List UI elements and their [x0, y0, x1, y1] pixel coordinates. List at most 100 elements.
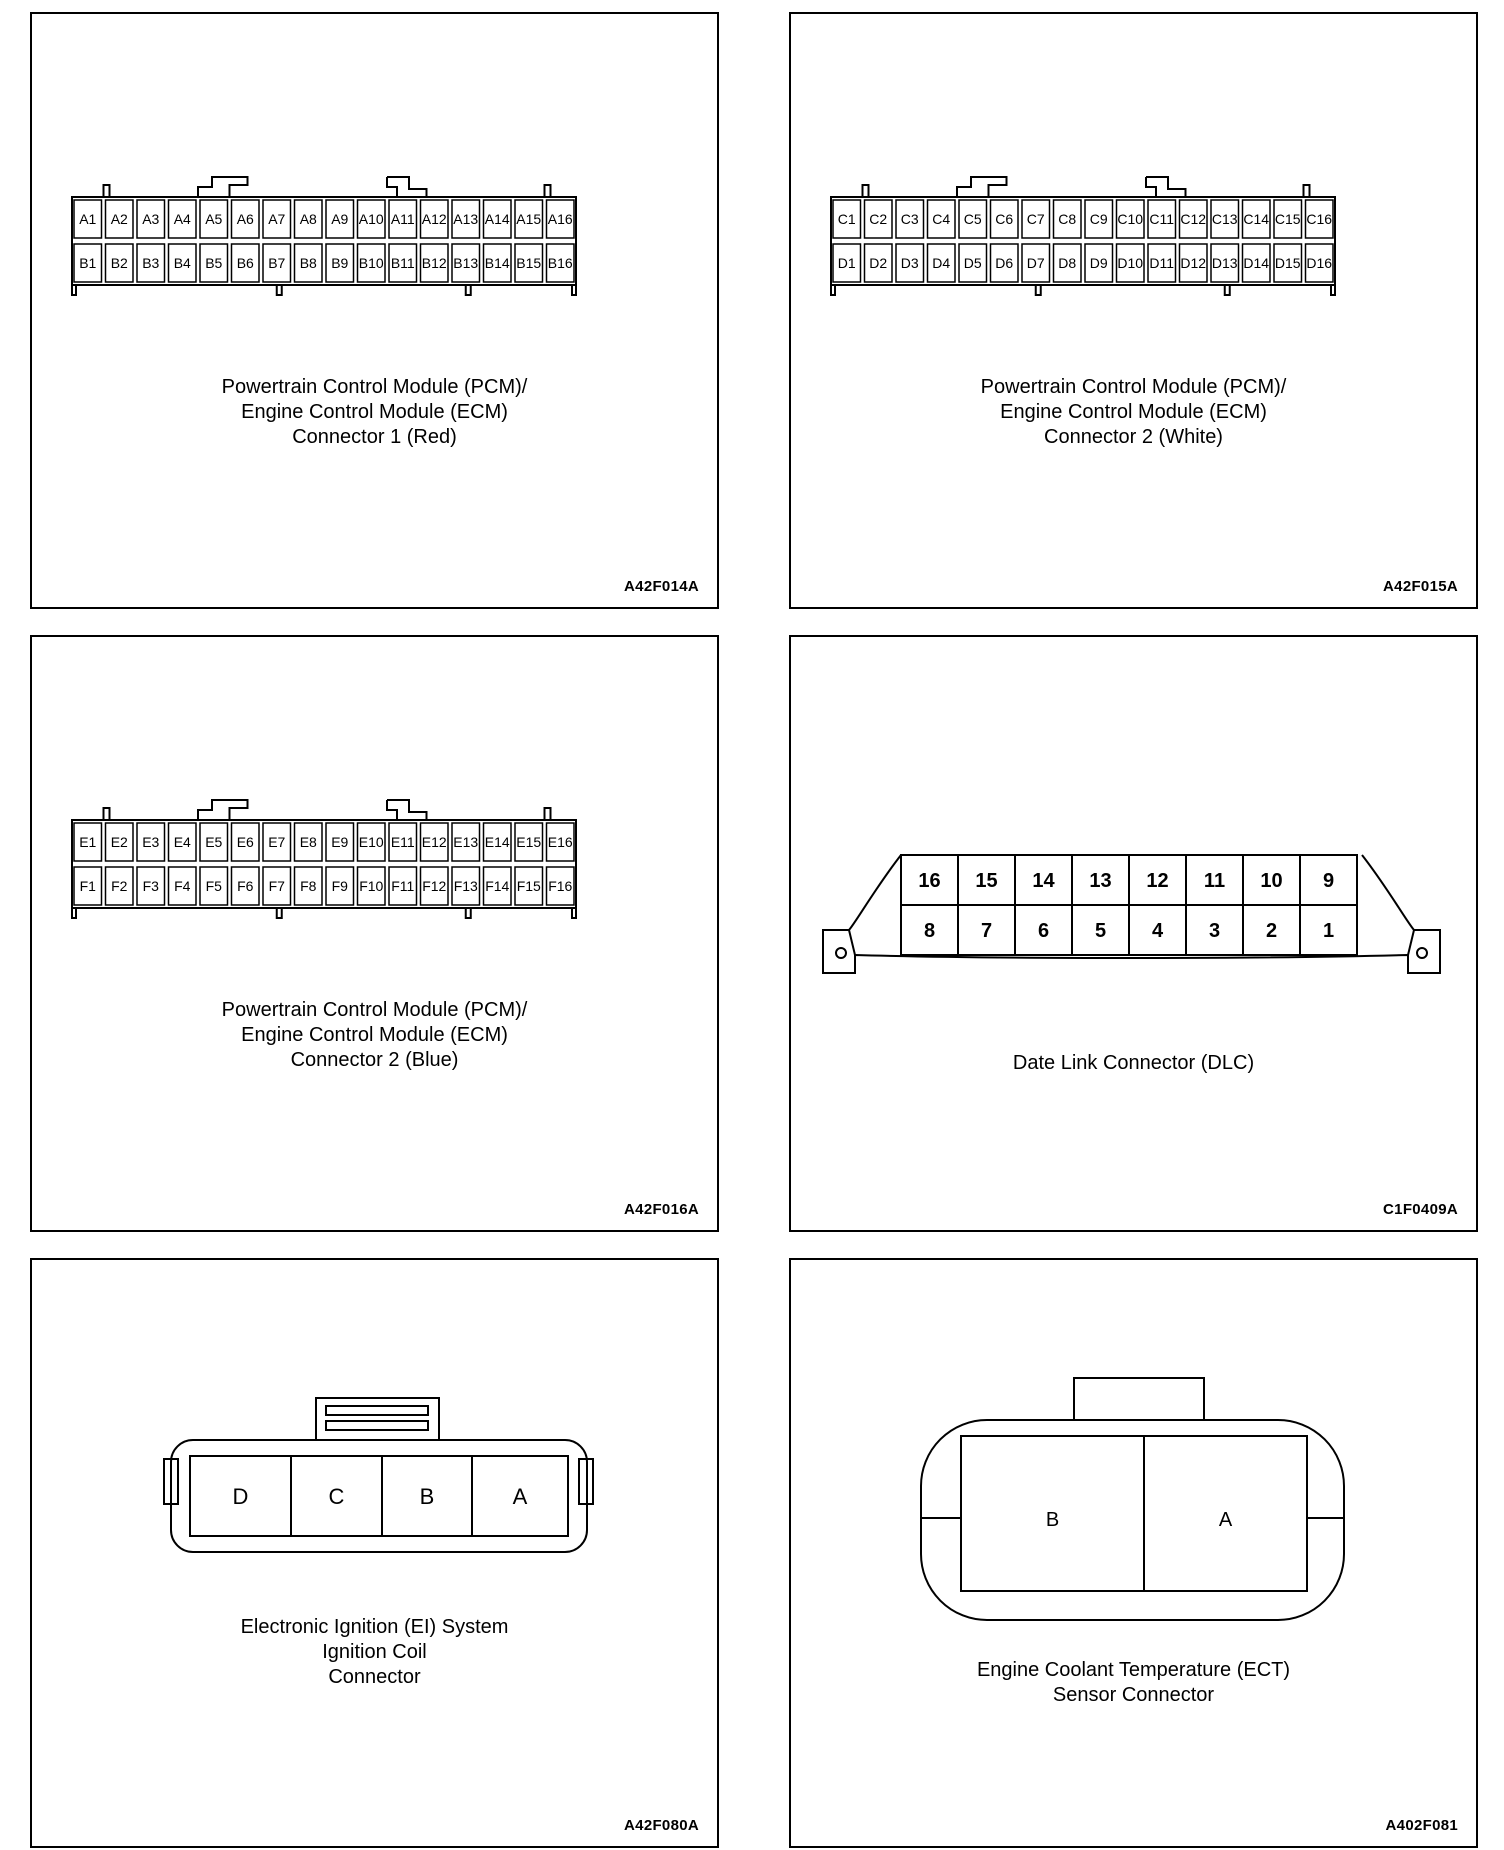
caption-line: Connector 1 (Red) [292, 426, 457, 448]
pin-cell-e2: E2 [104, 822, 134, 862]
pin-cell-d3: D3 [895, 243, 925, 283]
pin-label: B6 [237, 255, 254, 271]
pin-label: 12 [1146, 870, 1168, 892]
dlc-pin-7: 7 [957, 904, 1016, 956]
pin-label: A2 [111, 211, 128, 227]
pin-cell-d1: D1 [832, 243, 862, 283]
pin-cell-a6: A6 [230, 199, 260, 239]
pin-cell-d11: D11 [1147, 243, 1177, 283]
caption-line: Engine Control Module (ECM) [241, 1024, 508, 1046]
dlc-pin-15: 15 [957, 854, 1016, 906]
pin-cell-a15: A15 [514, 199, 544, 239]
pin-label: E15 [516, 834, 541, 850]
pin-label: 8 [924, 920, 935, 942]
pin-label: A4 [174, 211, 191, 227]
pin-label: D8 [1058, 255, 1076, 271]
pin-cell-d7: D7 [1021, 243, 1051, 283]
pin-label: E12 [422, 834, 447, 850]
pin-cell-f6: F6 [230, 866, 260, 906]
pin-label: E2 [111, 834, 128, 850]
pin-label: E7 [268, 834, 285, 850]
pin-label: E8 [300, 834, 317, 850]
pin-cell-c12: C12 [1178, 199, 1208, 239]
pin-label: A [513, 1484, 528, 1509]
pin-label: B1 [79, 255, 96, 271]
pin-label: D14 [1243, 255, 1269, 271]
pin-label: A5 [205, 211, 222, 227]
pin-label: A13 [453, 211, 478, 227]
caption-line: Electronic Ignition (EI) System [240, 1616, 509, 1638]
pin-label: F9 [332, 878, 349, 894]
pin-cell-d14: D14 [1241, 243, 1271, 283]
pin-cell-f10: F10 [356, 866, 386, 906]
pin-cell-d12: D12 [1178, 243, 1208, 283]
pin-label: C16 [1306, 211, 1332, 227]
pin-label: C [329, 1484, 345, 1509]
pin-cell-f13: F13 [451, 866, 481, 906]
pin-label: A [1219, 1509, 1233, 1531]
dlc-pin-14: 14 [1014, 854, 1073, 906]
connector-housing [71, 176, 577, 296]
pin-label: C14 [1243, 211, 1269, 227]
pin-label: 13 [1089, 870, 1111, 892]
pin-cell-c15: C15 [1273, 199, 1303, 239]
pin-label: C9 [1090, 211, 1108, 227]
pin-cell-e4: E4 [167, 822, 197, 862]
pin-cell-a8: A8 [293, 199, 323, 239]
pin-label: E1 [79, 834, 96, 850]
pin-cell-d2: D2 [863, 243, 893, 283]
pin-label: E10 [359, 834, 384, 850]
pin-cell-f11: F11 [388, 866, 418, 906]
pin-cell-d13: D13 [1210, 243, 1240, 283]
dlc-pin-13: 13 [1071, 854, 1130, 906]
pin-cell-c6: C6 [989, 199, 1019, 239]
pin-cell-d8: D8 [1052, 243, 1082, 283]
pin-cell-a13: A13 [451, 199, 481, 239]
pin-label: F14 [485, 878, 509, 894]
caption-line: Engine Control Module (ECM) [241, 401, 508, 423]
pin-cell-a12: A12 [419, 199, 449, 239]
pin-cell-f5: F5 [199, 866, 229, 906]
pin-label: A14 [485, 211, 510, 227]
ei-housing [163, 1397, 594, 1553]
pin-label: B7 [268, 255, 285, 271]
pin-cell-a4: A4 [167, 199, 197, 239]
connector-housing [830, 176, 1336, 296]
dlc-pin-10: 10 [1242, 854, 1301, 906]
pin-cell-b3: B3 [136, 243, 166, 283]
pin-label: C10 [1117, 211, 1143, 227]
pin-label: 3 [1209, 920, 1220, 942]
pin-label: A15 [516, 211, 541, 227]
pin-label: B15 [516, 255, 541, 271]
pin-label: D13 [1212, 255, 1238, 271]
pin-label: C12 [1180, 211, 1206, 227]
pin-cell-a9: A9 [325, 199, 355, 239]
pin-cell-f2: F2 [104, 866, 134, 906]
dlc-pin-1: 1 [1299, 904, 1358, 956]
pin-cell-e13: E13 [451, 822, 481, 862]
pin-label: A6 [237, 211, 254, 227]
pin-label: C3 [901, 211, 919, 227]
pin-cell-f16: F16 [545, 866, 575, 906]
pin-cell-c16: C16 [1304, 199, 1334, 239]
pin-cell-c4: C4 [926, 199, 956, 239]
pin-label: F8 [300, 878, 317, 894]
pin-cell-b4: B4 [167, 243, 197, 283]
pin-label: A11 [391, 211, 415, 227]
pin-label: B10 [359, 255, 384, 271]
pin-label: C6 [995, 211, 1013, 227]
pin-cell-b11: B11 [388, 243, 418, 283]
pin-cell-d15: D15 [1273, 243, 1303, 283]
pin-cell-c7: C7 [1021, 199, 1051, 239]
pin-cell-b2: B2 [104, 243, 134, 283]
